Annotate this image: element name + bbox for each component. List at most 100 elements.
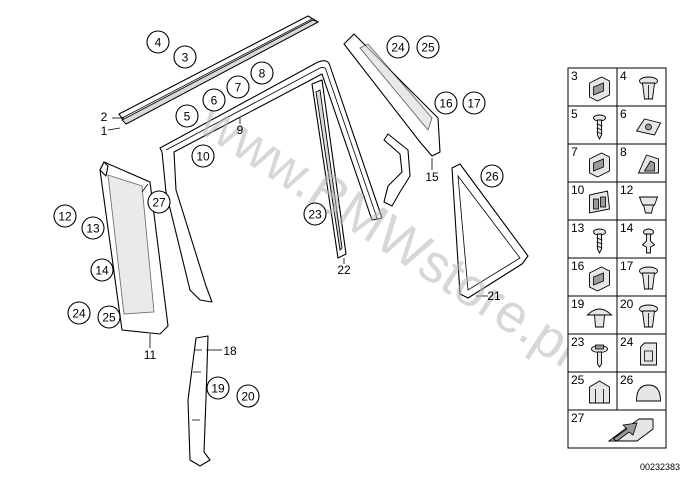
callout-25: 25 bbox=[97, 305, 121, 329]
window-frame-seal bbox=[159, 60, 383, 303]
part-label-11: 11 bbox=[144, 348, 157, 362]
callout-number: 4 bbox=[155, 36, 162, 50]
legend-number: 3 bbox=[571, 69, 578, 83]
legend-cell-6: 6 bbox=[616, 105, 667, 145]
screw-icon bbox=[593, 114, 606, 141]
callout-10: 10 bbox=[191, 144, 215, 168]
callout-13: 13 bbox=[81, 216, 105, 240]
legend-number: 10 bbox=[571, 183, 585, 197]
legend-number: 27 bbox=[571, 411, 585, 425]
callout-23: 23 bbox=[303, 202, 327, 226]
lower-strip bbox=[187, 335, 211, 467]
callout-17: 17 bbox=[462, 91, 486, 115]
legend-cell-27: 27 bbox=[567, 409, 667, 449]
part-label-15: 15 bbox=[425, 170, 439, 184]
callout-number: 17 bbox=[467, 97, 481, 111]
legend-cell-19: 19 bbox=[567, 295, 618, 335]
callout-number: 7 bbox=[235, 81, 242, 95]
part-label-1: 1 bbox=[101, 124, 108, 138]
callout-number: 24 bbox=[72, 307, 86, 321]
callout-number: 10 bbox=[196, 150, 210, 164]
callout-26: 26 bbox=[480, 164, 504, 188]
callout-16: 16 bbox=[434, 91, 458, 115]
callout-number: 12 bbox=[58, 210, 72, 224]
callout-number: 5 bbox=[184, 110, 191, 124]
rail-strip bbox=[118, 15, 320, 125]
legend-number: 6 bbox=[620, 107, 627, 121]
part-label-2: 2 bbox=[101, 110, 108, 124]
callout-number: 13 bbox=[86, 222, 100, 236]
screw-icon bbox=[593, 228, 606, 255]
clip-icon bbox=[589, 266, 610, 292]
legend-cell-3: 3 bbox=[567, 67, 618, 107]
legend-number: 26 bbox=[620, 373, 634, 387]
callout-number: 3 bbox=[182, 51, 189, 65]
legend-number: 23 bbox=[571, 335, 585, 349]
legend-cell-5: 5 bbox=[567, 105, 618, 145]
legend-number: 4 bbox=[620, 69, 627, 83]
part-label-18: 18 bbox=[223, 344, 237, 358]
legend-cell-8: 8 bbox=[616, 143, 667, 183]
legend-cell-25: 25 bbox=[567, 371, 618, 411]
legend-cell-23: 23 bbox=[567, 333, 618, 373]
callout-7: 7 bbox=[226, 75, 250, 99]
quarter-glass bbox=[451, 163, 529, 299]
expanding-rivet-icon bbox=[639, 76, 658, 100]
expanding-rivet-icon bbox=[639, 266, 658, 290]
watermark-text: www.BMWstore.pl bbox=[189, 89, 590, 378]
callout-19: 19 bbox=[206, 376, 230, 400]
legend-number: 8 bbox=[620, 145, 627, 159]
callout-number: 26 bbox=[485, 170, 499, 184]
callout-25: 25 bbox=[416, 35, 440, 59]
callout-5: 5 bbox=[175, 104, 199, 128]
clip-icon bbox=[589, 76, 610, 102]
spring-nut-icon bbox=[640, 342, 657, 366]
legend-number: 24 bbox=[620, 335, 634, 349]
retainer-clip-icon bbox=[589, 380, 610, 404]
callout-8: 8 bbox=[250, 61, 274, 85]
legend-number: 13 bbox=[571, 221, 585, 235]
nut-clip-icon bbox=[638, 196, 659, 214]
callout-12: 12 bbox=[53, 204, 77, 228]
callout-number: 23 bbox=[308, 208, 322, 222]
rubber-dome-icon bbox=[636, 384, 661, 402]
callout-number: 27 bbox=[152, 196, 166, 210]
callout-number: 20 bbox=[241, 390, 255, 404]
part-label-9: 9 bbox=[237, 123, 244, 137]
callout-number: 25 bbox=[102, 311, 116, 325]
legend-number: 16 bbox=[571, 259, 585, 273]
push-pin-icon bbox=[641, 228, 656, 254]
callout-number: 25 bbox=[421, 41, 435, 55]
flange-screw-icon bbox=[591, 344, 608, 368]
legend-number: 19 bbox=[571, 297, 585, 311]
callout-4: 4 bbox=[146, 30, 170, 54]
leader-lines bbox=[107, 117, 488, 351]
legend-number: 14 bbox=[620, 221, 634, 235]
legend-cell-24: 24 bbox=[616, 333, 667, 373]
callout-27: 27 bbox=[147, 190, 171, 214]
legend-number: 17 bbox=[620, 259, 634, 273]
callout-number: 19 bbox=[211, 382, 225, 396]
clip-icon bbox=[589, 152, 610, 178]
callout-number: 8 bbox=[259, 67, 266, 81]
legend-cell-10: 10 bbox=[567, 181, 618, 221]
window-channel bbox=[311, 79, 347, 259]
legend-cell-20: 20 bbox=[616, 295, 667, 335]
part-label-21: 21 bbox=[487, 289, 501, 303]
double-clip-icon bbox=[589, 190, 610, 214]
legend-number: 5 bbox=[571, 107, 578, 121]
callout-20: 20 bbox=[236, 384, 260, 408]
mushroom-clip-icon bbox=[586, 308, 613, 328]
callout-24: 24 bbox=[67, 301, 91, 325]
expanding-rivet-icon bbox=[639, 304, 658, 328]
callout-24: 24 bbox=[386, 35, 410, 59]
legend-number: 20 bbox=[620, 297, 634, 311]
legend-number: 7 bbox=[571, 145, 578, 159]
legend-cell-13: 13 bbox=[567, 219, 618, 259]
spring-clip-icon bbox=[635, 118, 662, 136]
legend-cell-16: 16 bbox=[567, 257, 618, 297]
arrow-pad-icon bbox=[607, 418, 654, 442]
callout-number: 14 bbox=[95, 264, 109, 278]
